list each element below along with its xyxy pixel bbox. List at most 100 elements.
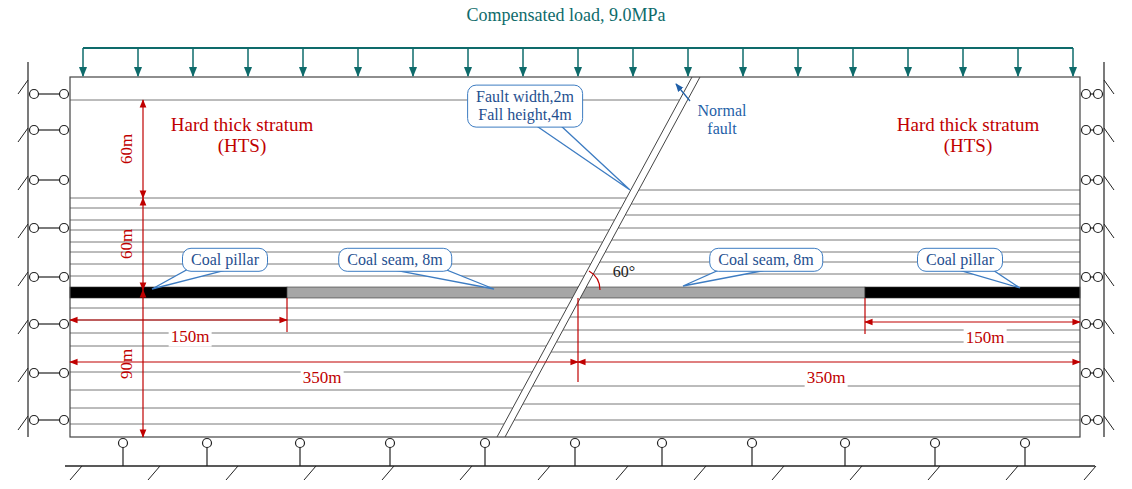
stratum-line (625, 215, 1080, 216)
stratum-line (70, 100, 680, 101)
fixed-wall (1103, 62, 1104, 437)
dimension-label: 60m (118, 229, 137, 259)
roller-stem (1024, 447, 1025, 466)
roller-circle (1082, 320, 1091, 329)
roller-circle (571, 439, 580, 448)
roller-circle (748, 439, 757, 448)
dimension-tick (577, 298, 578, 382)
load-arrow (1072, 48, 1074, 76)
load-arrow (357, 48, 359, 76)
stratum-line (600, 262, 1080, 263)
stratum-line (523, 404, 1080, 405)
roller-stem (122, 447, 123, 466)
wall-hatch (18, 416, 28, 430)
stratum-line (605, 252, 1080, 253)
roller-stem (574, 447, 575, 466)
callout-text: Coal seam, 8m (347, 251, 443, 269)
roller-circle (30, 369, 39, 378)
roller-circle (30, 416, 39, 425)
roller-circle (60, 273, 69, 282)
load-arrow (1017, 48, 1019, 76)
ground-hatch (928, 466, 940, 480)
wall-hatch (18, 176, 28, 190)
stratum-line (570, 317, 1080, 318)
roller-circle (119, 439, 128, 448)
wall-hatch (18, 272, 28, 286)
dimension-line (142, 198, 143, 290)
callout-text: Coal pillar (191, 251, 259, 269)
roller-circle (1082, 416, 1091, 425)
stratum-line (70, 208, 621, 209)
roller-circle (60, 320, 69, 329)
roller-circle (1082, 224, 1091, 233)
leader-arrow (676, 84, 690, 101)
load-arrow (797, 48, 799, 76)
stratum-line (70, 264, 591, 265)
ground-hatch (226, 466, 238, 480)
dimension-line (70, 319, 287, 320)
load-arrow (467, 48, 469, 76)
roller-circle (1082, 369, 1091, 378)
roller-stem (389, 447, 390, 466)
callout-tails (152, 98, 1020, 289)
wall-hatch (18, 80, 28, 94)
roller-circle (60, 176, 69, 185)
fault-band (497, 77, 700, 437)
dimension-tick (286, 298, 287, 332)
wall-hatch (1104, 176, 1114, 190)
roller-circle (1094, 320, 1103, 329)
callout-box: Coal pillar (917, 248, 1003, 272)
roller-circle (30, 320, 39, 329)
roller-circle (841, 439, 850, 448)
roller-circle (1082, 273, 1091, 282)
load-arrow (577, 48, 579, 76)
stratum-line (70, 424, 504, 425)
roller-circle (203, 439, 212, 448)
load-arrow (962, 48, 964, 76)
callout-text: Coal seam, 8m (718, 251, 814, 269)
stratum-line (70, 390, 522, 391)
angle-arc (589, 271, 600, 290)
roller-circle (1094, 176, 1103, 185)
ground-line (65, 465, 1095, 466)
dimension-label: 350m (805, 369, 848, 388)
ground-hatch (1006, 466, 1018, 480)
roller-stem (661, 447, 662, 466)
callout-box: Coal seam, 8m (709, 248, 823, 272)
dimension-label: 90m (118, 349, 137, 379)
wall-hatch (18, 320, 28, 334)
angle-label: 60° (613, 263, 635, 281)
stratum-line (593, 274, 1080, 275)
ground-hatch (538, 466, 550, 480)
wall-hatch (1104, 128, 1114, 142)
coal-seam-bar (287, 287, 578, 298)
wall-hatch (18, 128, 28, 142)
stratum-line (70, 308, 567, 309)
roller-circle (1094, 273, 1103, 282)
stratum-line (514, 420, 1080, 421)
load-arrow (412, 48, 414, 76)
stratum-label: Hard thick stratum (HTS) (881, 115, 1056, 157)
stratum-line (70, 230, 609, 231)
ground-hatch (772, 466, 784, 480)
ground-hatch (850, 466, 862, 480)
stratum-label: Hard thick stratum (HTS) (155, 115, 330, 157)
load-arrow (302, 48, 304, 76)
dimension-line (865, 321, 1080, 322)
fault-line (497, 77, 692, 437)
ground-hatch (1084, 466, 1096, 480)
dimension-label: 150m (964, 329, 1007, 348)
roller-circle (1094, 90, 1103, 99)
wall-hatch (1104, 224, 1114, 238)
ground-hatch (616, 466, 628, 480)
roller-circle (1021, 439, 1030, 448)
dimension-line (142, 100, 143, 198)
stratum-line (612, 240, 1080, 241)
fixed-wall (27, 62, 28, 437)
roller-stem (751, 447, 752, 466)
roller-stem (299, 447, 300, 466)
wall-hatch (1104, 320, 1114, 334)
stratum-line (577, 305, 1081, 306)
